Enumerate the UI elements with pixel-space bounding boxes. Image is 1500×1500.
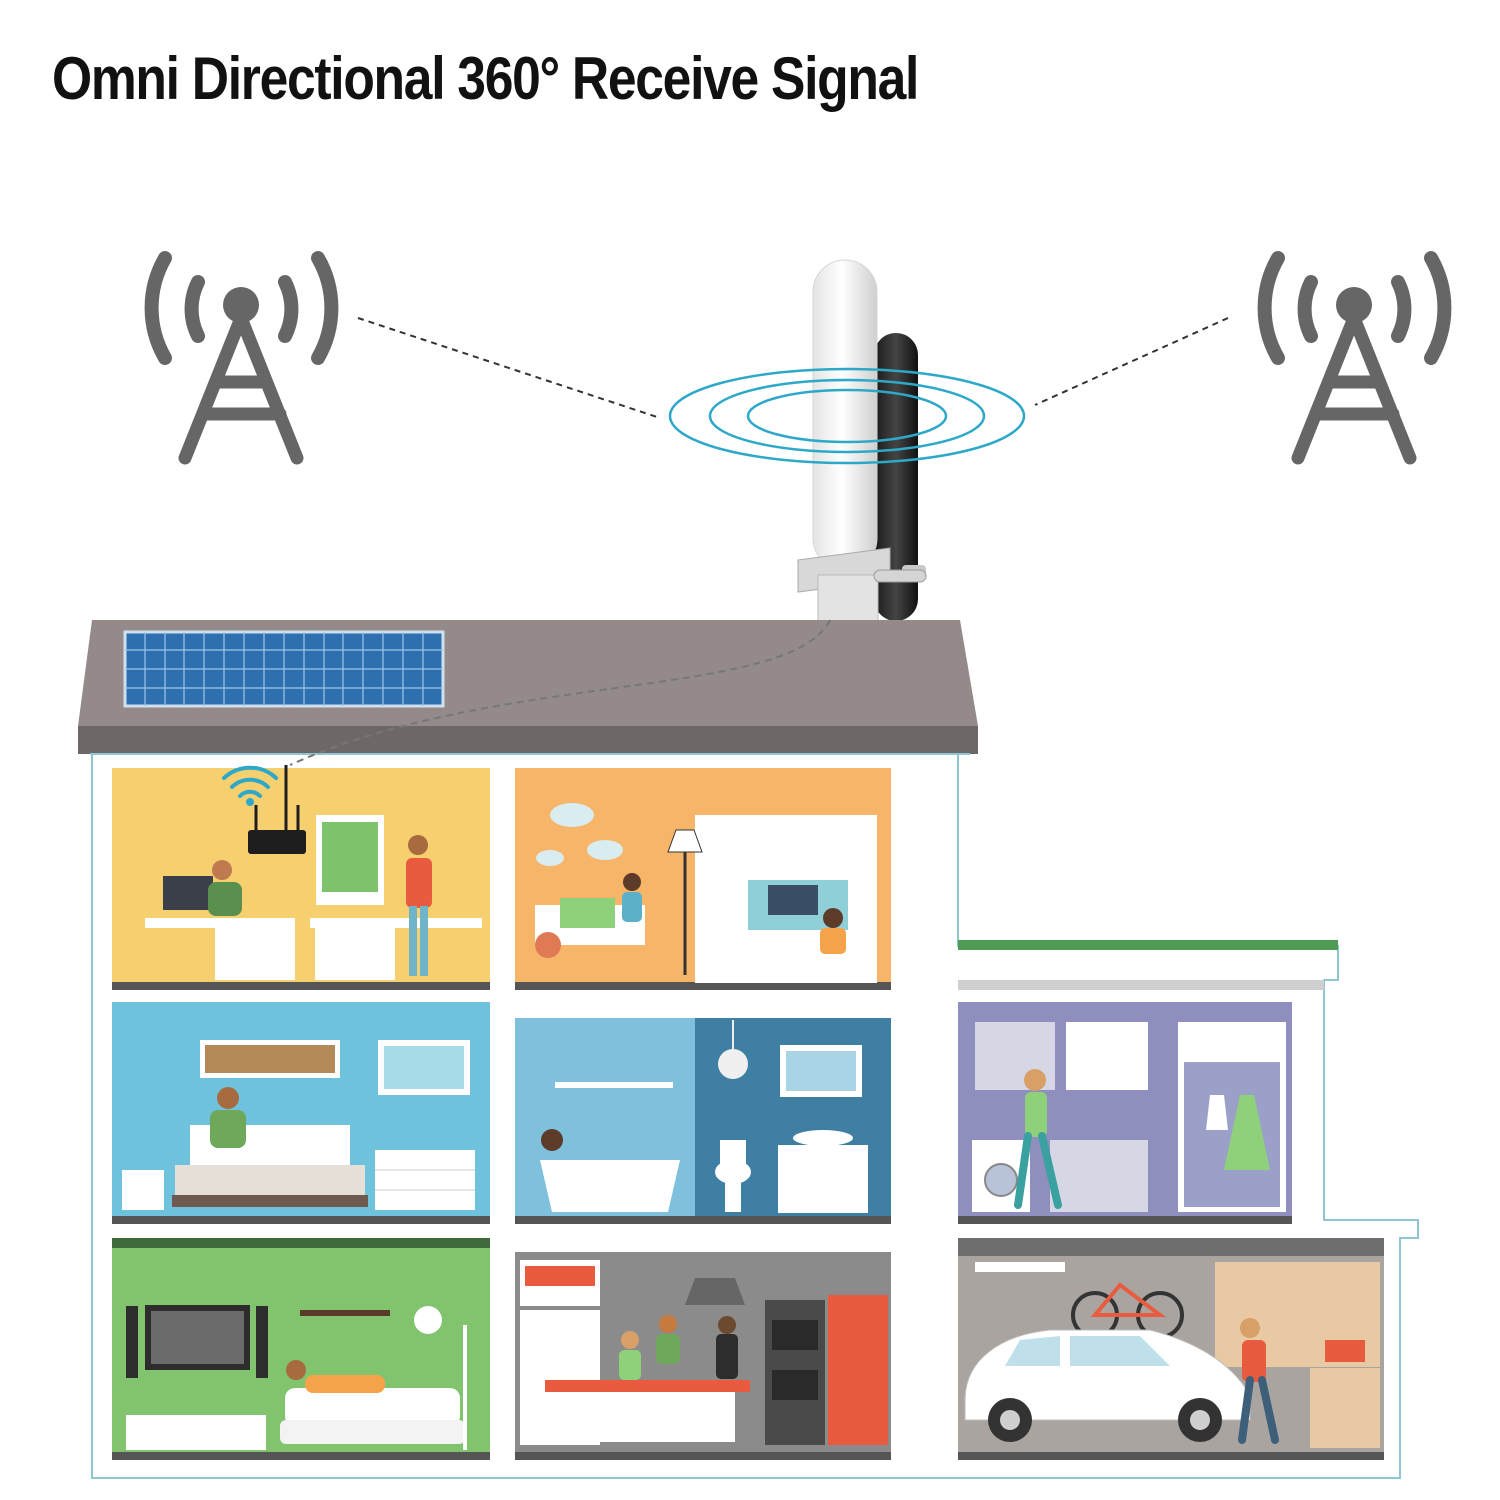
wifi-router-icon <box>222 765 306 854</box>
cell-tower-left-icon <box>144 251 339 465</box>
signal-link-left <box>357 317 661 419</box>
room-office <box>112 768 490 990</box>
omni-antenna-icon <box>797 259 927 624</box>
signal-link-right <box>1034 317 1229 406</box>
antenna-cable <box>289 619 831 766</box>
page-title: Omni Directional 360° Receive Signal <box>52 45 919 112</box>
room-bathroom <box>515 1002 891 1224</box>
room-laundry <box>958 1002 1292 1224</box>
room-kitchen <box>515 1238 891 1460</box>
room-bedroom <box>112 1002 490 1224</box>
solar-panel <box>123 630 445 708</box>
room-garage <box>958 1238 1384 1460</box>
room-kids <box>515 768 891 990</box>
signal-rings <box>668 367 1026 465</box>
green-roof <box>958 940 1338 950</box>
room-living <box>112 1238 490 1460</box>
cell-tower-right-icon <box>1257 251 1452 465</box>
